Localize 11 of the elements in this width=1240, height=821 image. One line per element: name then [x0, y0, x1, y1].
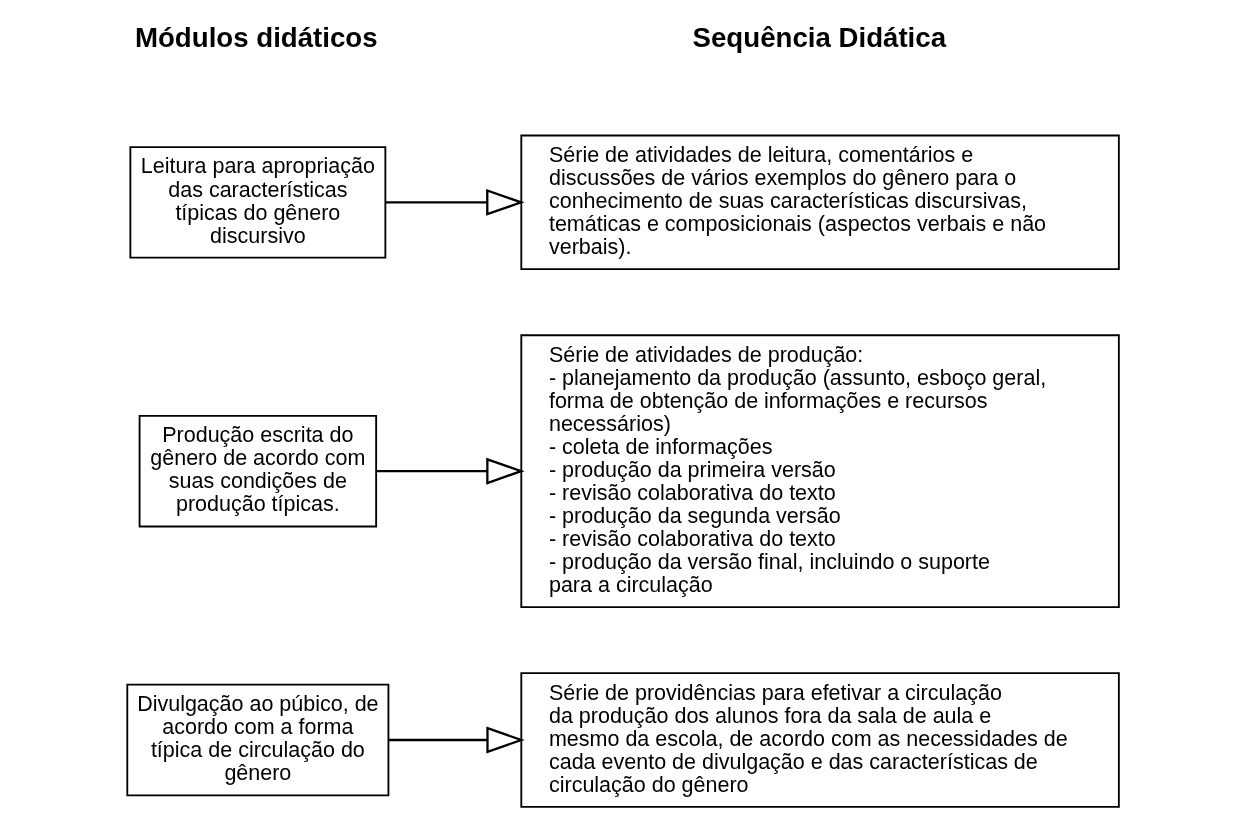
label: Sequência Didática — [692, 22, 947, 54]
node-box: Série de atividades de produção: - planejamento da produção (assunto, esboço geral, forma de obtenção de informações e recursos necessários) - coleta de informações - produção da primeira versão - revisão colaborativa do texto - produção da segunda versão - revisão colaborativa do texto - produção da versão final, incluindo o suporte para a circulação — [520, 334, 1120, 609]
node-box: Série de atividades de leitura, comentários e discussões de vários exemplos do gênero para o conhecimento de suas características discursivas, temáticas e composicionais (aspectos verbais e não verbais). — [520, 134, 1120, 271]
label: Módulos didáticos — [134, 22, 378, 54]
arrow — [376, 457, 525, 485]
node-box: Produção escrita do gênero de acordo com suas condições de produção típicas. — [138, 414, 378, 528]
node-box: Leitura para apropriação das características típicas do gênero discursivo — [129, 146, 387, 259]
node-box: Divulgação ao púbico, de acordo com a forma típica de circulação do gênero — [126, 683, 390, 797]
arrow — [388, 726, 525, 754]
node-box: Série de providências para efetivar a circulação da produção dos alunos fora da sala de aula e mesmo da escola, de acordo com as necessidades de cada evento de divulgação e das características de circulação do gênero — [520, 672, 1120, 808]
arrow — [385, 188, 525, 216]
